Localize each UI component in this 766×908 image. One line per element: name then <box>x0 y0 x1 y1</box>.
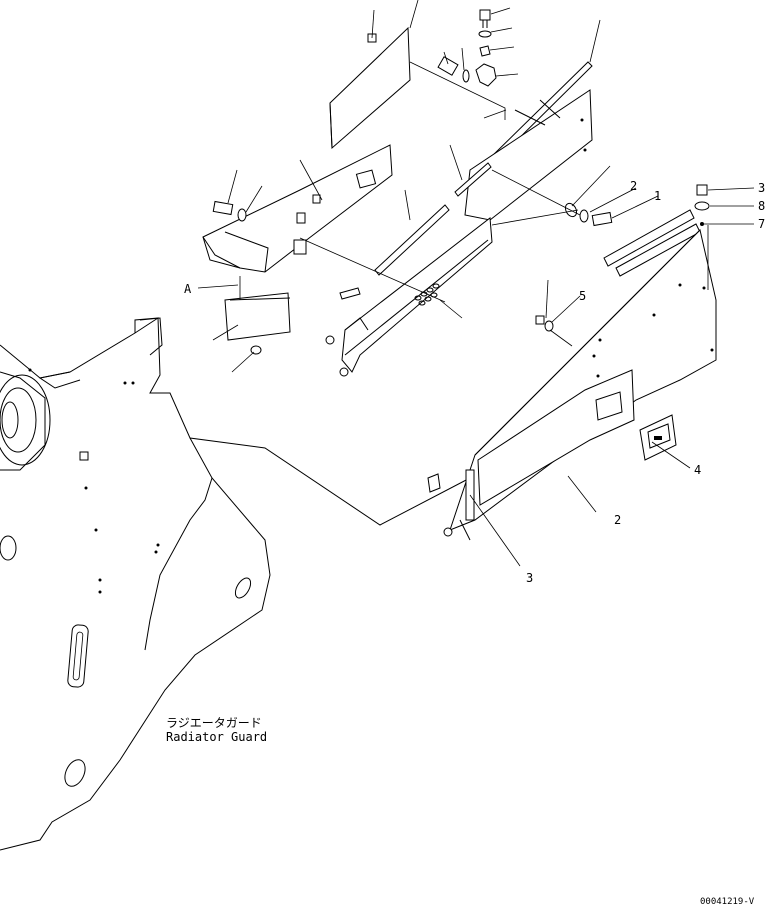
left-bracket <box>202 144 393 273</box>
small-clip <box>339 287 361 300</box>
bolt-right-group <box>564 202 613 227</box>
callout-labels: A 2 1 3 8 7 5 4 2 3 <box>184 179 765 585</box>
callout-2-upper: 2 <box>630 179 637 193</box>
upper-support-plate <box>464 89 593 221</box>
leader-lines <box>197 0 755 567</box>
bracket-plate-A <box>224 292 291 355</box>
radiator-guard-frame <box>0 317 471 851</box>
top-cover-plate <box>329 26 411 150</box>
hardware-stack-right <box>694 184 710 226</box>
bolt-washer-assembly <box>437 9 497 87</box>
callout-2-lower: 2 <box>614 513 621 527</box>
callout-3: 3 <box>758 181 765 195</box>
caption-japanese: ラジエータガード <box>166 716 262 730</box>
mount-bracket-right <box>639 414 677 461</box>
callout-a: A <box>184 282 192 296</box>
caption-english: Radiator Guard <box>166 730 267 744</box>
radiator-guard-caption: ラジエータガード Radiator Guard <box>166 716 267 744</box>
bolt-left <box>212 200 247 222</box>
vent-slots <box>414 283 440 306</box>
slat-short-left <box>374 204 450 276</box>
callout-3-lower: 3 <box>526 571 533 585</box>
bolt-small-right <box>535 315 554 332</box>
pin-lower <box>427 473 453 537</box>
callout-5: 5 <box>579 289 586 303</box>
callout-1-upper: 1 <box>654 189 661 203</box>
callout-8: 8 <box>758 199 765 213</box>
slat-short-mid <box>454 162 492 197</box>
document-id: 00041219-V <box>700 897 755 907</box>
callout-7: 7 <box>758 217 765 231</box>
middle-side-panel <box>325 217 493 377</box>
callout-4: 4 <box>694 463 701 477</box>
guide-lines <box>299 61 709 347</box>
